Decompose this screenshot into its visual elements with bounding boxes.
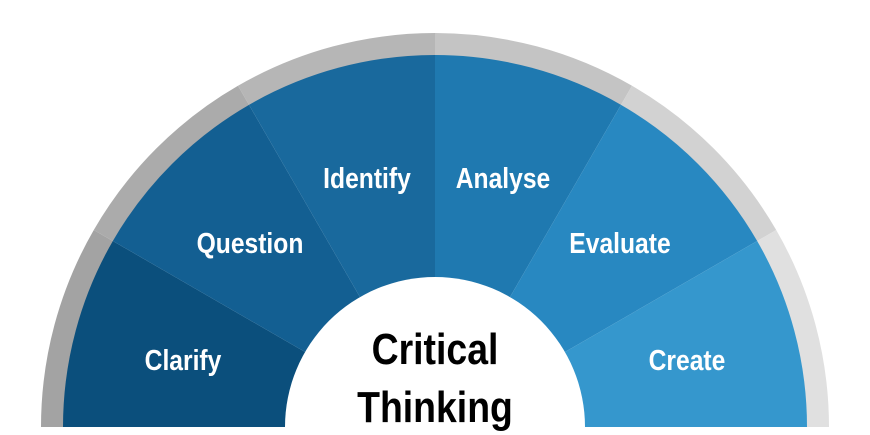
ring-segment: [238, 33, 435, 106]
ring-segment: [435, 33, 632, 106]
segment-label-analyse: Analyse: [456, 162, 551, 194]
center-title-line-1: Critical: [372, 324, 499, 374]
ring-segment: [756, 230, 829, 427]
segment-label-evaluate: Evaluate: [569, 227, 670, 259]
ring-segment: [41, 230, 114, 427]
segment-label-clarify: Clarify: [145, 344, 222, 376]
center-title-line-2: Thinking: [357, 382, 513, 432]
center-circle: [285, 277, 585, 427]
segment-labels: Clarify Question Identify AnalyseEvaluateCr…: [145, 162, 726, 376]
outer-ring: [41, 33, 829, 427]
segment-label-question: Question: [197, 227, 304, 259]
ring-segment: [620, 85, 777, 242]
segment-label-create: Create: [649, 344, 726, 376]
ring-segment: [93, 85, 250, 242]
segment-label-identify: Identify: [323, 162, 411, 194]
